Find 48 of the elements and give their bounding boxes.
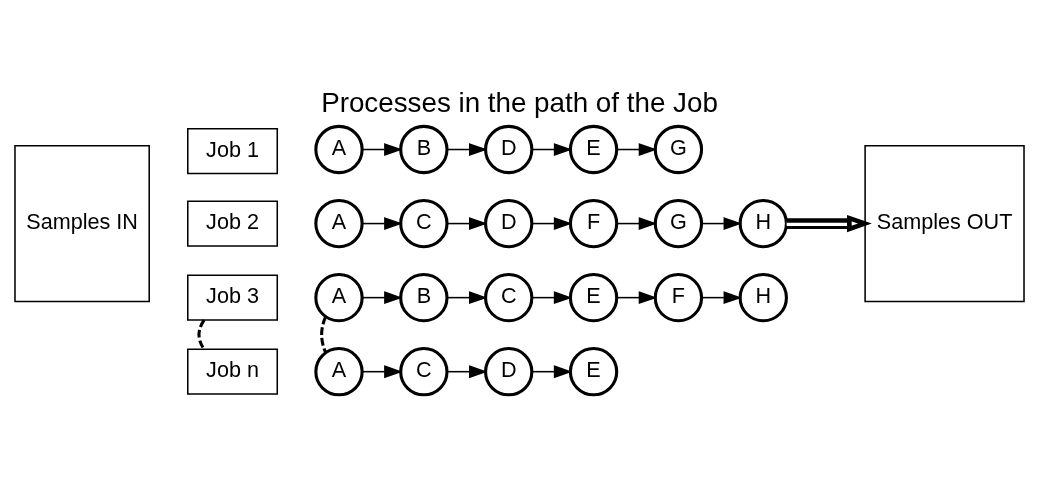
arrow xyxy=(701,290,743,304)
node-circle: B xyxy=(399,272,449,322)
node-circle: H xyxy=(738,198,788,248)
node-circle: F xyxy=(568,198,619,248)
arrow xyxy=(531,216,573,230)
node-circle: D xyxy=(484,198,534,248)
arrow xyxy=(446,142,488,156)
node-box: Job 1 xyxy=(187,127,279,174)
node-circle: G xyxy=(653,124,704,174)
node-box: Job 2 xyxy=(187,199,279,247)
node-box: Job n xyxy=(187,348,279,395)
arrow xyxy=(786,214,872,232)
arrow xyxy=(531,290,573,304)
node-circle: E xyxy=(568,346,619,396)
node-circle: C xyxy=(484,272,534,322)
connector xyxy=(197,318,206,350)
node-box: Samples IN xyxy=(14,144,150,302)
arrow xyxy=(616,142,658,156)
arrow xyxy=(446,216,488,230)
node-circle: G xyxy=(653,198,704,248)
node-circle: F xyxy=(653,272,704,322)
arrow xyxy=(361,290,403,304)
arrow xyxy=(446,290,488,304)
arrow xyxy=(531,142,573,156)
node-circle: E xyxy=(568,272,619,322)
node-circle: H xyxy=(738,272,788,322)
node-circle: A xyxy=(314,198,364,248)
connector xyxy=(320,315,328,353)
node-circle: C xyxy=(399,198,449,248)
arrow xyxy=(361,364,403,378)
node-circle: C xyxy=(399,346,449,396)
node-circle: A xyxy=(314,272,364,322)
arrow xyxy=(701,216,743,230)
node-circle: E xyxy=(568,124,619,174)
arrow xyxy=(616,216,658,230)
node-box: Job 3 xyxy=(187,274,279,321)
arrow xyxy=(361,142,403,156)
node-circle: A xyxy=(314,124,364,174)
arrow xyxy=(531,364,573,378)
node-box: Samples OUT xyxy=(864,144,1025,302)
arrow xyxy=(616,290,658,304)
arrow xyxy=(361,216,403,230)
node-circle: D xyxy=(484,346,534,396)
arrow xyxy=(446,364,488,378)
node-circle: B xyxy=(399,124,449,174)
node-circle: A xyxy=(314,346,364,396)
diagram-title: Processes in the path of the Job xyxy=(321,86,718,118)
node-circle: D xyxy=(484,124,534,174)
